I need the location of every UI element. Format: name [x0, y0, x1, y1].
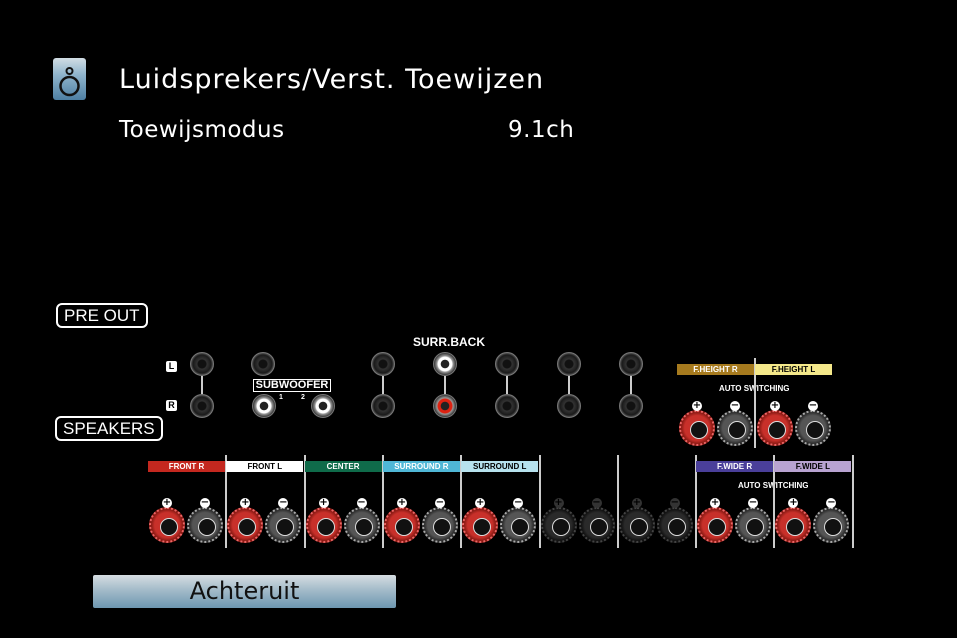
positive-terminal-icon [227, 507, 264, 543]
jack-link-line [382, 376, 384, 394]
speaker-channel-label: SURROUND L [461, 461, 539, 472]
speaker-channel-label: F.WIDE R [696, 461, 774, 472]
speaker-channel-label: F.WIDE L [774, 461, 852, 472]
wide-auto-switching-label: AUTO SWITCHING [738, 481, 809, 490]
jack-link-line [568, 376, 570, 394]
rca-jack-icon [190, 352, 214, 376]
plus-icon: + [692, 400, 702, 411]
negative-terminal-icon [500, 507, 537, 543]
positive-terminal-icon [383, 507, 420, 543]
negative-terminal-icon [343, 507, 380, 543]
speaker-channel-label: CENTER [304, 461, 382, 472]
speaker-icon [53, 58, 86, 100]
negative-terminal-icon [656, 507, 693, 543]
subwoofer-1-label: 1 [279, 394, 283, 401]
speaker-channel-label: FRONT L [226, 461, 304, 472]
positive-terminal-icon [149, 507, 185, 543]
surr-back-label: SURR.BACK [413, 335, 485, 349]
page-title: Luidsprekers/Verst. Toewijzen [119, 64, 545, 95]
positive-terminal-icon [618, 507, 655, 543]
minus-icon: − [808, 400, 818, 411]
plus-icon: + [396, 497, 407, 508]
plus-icon: + [240, 497, 251, 508]
rca-jack-icon [557, 352, 581, 376]
right-channel-badge: R [166, 400, 177, 411]
negative-terminal-icon [717, 410, 753, 446]
rca-jack-icon [252, 394, 276, 418]
plus-icon: + [318, 497, 329, 508]
rca-jack-icon [619, 352, 643, 376]
negative-terminal-icon [578, 507, 615, 543]
positive-terminal-icon [757, 410, 793, 446]
section-divider [773, 455, 776, 548]
negative-terminal-icon [735, 507, 772, 543]
minus-icon: − [356, 497, 367, 508]
section-divider [460, 455, 463, 548]
plus-icon: + [788, 497, 799, 508]
minus-icon: − [513, 497, 524, 508]
speaker-channel-label: FRONT R [148, 461, 225, 472]
minus-icon: − [748, 497, 759, 508]
negative-terminal-icon [265, 507, 302, 543]
positive-terminal-icon [540, 507, 577, 543]
section-divider [695, 455, 698, 548]
positive-terminal-icon [775, 507, 812, 543]
minus-icon: − [669, 497, 680, 508]
speakers-label: SPEAKERS [55, 416, 163, 441]
rca-jack-icon [190, 394, 214, 418]
rca-jack-icon [557, 394, 581, 418]
pre-out-label: PRE OUT [56, 303, 148, 328]
minus-icon: − [826, 497, 837, 508]
minus-icon: − [730, 400, 740, 411]
section-divider [381, 455, 384, 548]
plus-icon: + [553, 497, 564, 508]
minus-icon: − [278, 497, 289, 508]
plus-icon: + [162, 497, 172, 508]
rca-jack-icon [371, 394, 395, 418]
subwoofer-label: SUBWOOFER [253, 379, 331, 392]
negative-terminal-icon [187, 507, 223, 543]
rca-jack-icon [433, 394, 457, 418]
subwoofer-2-label: 2 [301, 394, 305, 401]
positive-terminal-icon [679, 410, 715, 446]
positive-terminal-icon [305, 507, 342, 543]
section-divider [303, 455, 306, 548]
minus-icon: − [434, 497, 445, 508]
section-divider [754, 358, 756, 448]
positive-terminal-icon [462, 507, 499, 543]
height-channel-label: F.HEIGHT R [677, 364, 754, 375]
jack-link-line [201, 376, 203, 394]
plus-icon: + [710, 497, 721, 508]
left-channel-badge: L [166, 361, 177, 372]
height-channel-label: F.HEIGHT L [755, 364, 832, 375]
positive-terminal-icon [697, 507, 734, 543]
rca-jack-icon [251, 352, 275, 376]
assign-mode-value[interactable]: 9.1ch [508, 117, 575, 143]
rca-jack-icon [495, 394, 519, 418]
section-divider [225, 455, 228, 548]
negative-terminal-icon [813, 507, 850, 543]
plus-icon: + [770, 400, 780, 411]
section-divider [616, 455, 619, 548]
assign-mode-label: Toewijsmodus [119, 117, 285, 143]
back-button[interactable]: Achteruit [93, 575, 396, 608]
section-divider [538, 455, 541, 548]
rca-jack-icon [433, 352, 457, 376]
rca-jack-icon [495, 352, 519, 376]
speaker-channel-label: SURROUND R [382, 461, 460, 472]
rca-jack-icon [619, 394, 643, 418]
jack-link-line [444, 376, 446, 394]
rca-jack-icon [311, 394, 335, 418]
jack-link-line [630, 376, 632, 394]
plus-icon: + [475, 497, 486, 508]
minus-icon: − [200, 497, 210, 508]
jack-link-line [506, 376, 508, 394]
negative-terminal-icon [421, 507, 458, 543]
rca-jack-icon [371, 352, 395, 376]
section-divider [851, 455, 854, 548]
negative-terminal-icon [795, 410, 831, 446]
plus-icon: + [631, 497, 642, 508]
minus-icon: − [591, 497, 602, 508]
